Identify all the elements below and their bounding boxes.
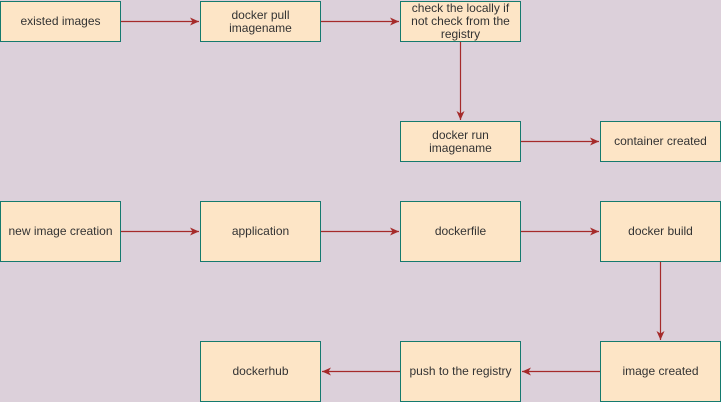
node-label: existed images	[20, 14, 101, 28]
node-label: check the locally if not check from the …	[411, 1, 510, 41]
node-new-image-creation[interactable]: new image creation	[0, 201, 121, 262]
node-container-created[interactable]: container created	[600, 121, 721, 162]
node-push-to-registry[interactable]: push to the registry	[400, 341, 521, 402]
node-label: docker run imagename	[429, 127, 492, 155]
node-docker-build[interactable]: docker build	[600, 201, 721, 262]
node-existed-images[interactable]: existed images	[0, 1, 121, 42]
node-dockerhub[interactable]: dockerhub	[200, 341, 321, 402]
node-label: dockerfile	[434, 224, 487, 238]
node-docker-run[interactable]: docker run imagename	[400, 121, 521, 162]
node-application[interactable]: application	[200, 201, 321, 262]
node-label: docker pull imagename	[229, 7, 292, 35]
node-label: dockerhub	[232, 364, 289, 378]
node-label: container created	[614, 134, 707, 148]
node-label: new image creation	[8, 224, 113, 238]
node-dockerfile[interactable]: dockerfile	[400, 201, 521, 262]
node-docker-pull[interactable]: docker pull imagename	[200, 1, 321, 42]
node-label: application	[231, 224, 290, 238]
node-label: push to the registry	[409, 364, 512, 378]
node-image-created[interactable]: image created	[600, 341, 721, 402]
node-label: image created	[622, 364, 699, 378]
node-label: docker build	[628, 224, 693, 238]
node-check-locally[interactable]: check the locally if not check from the …	[400, 1, 521, 42]
